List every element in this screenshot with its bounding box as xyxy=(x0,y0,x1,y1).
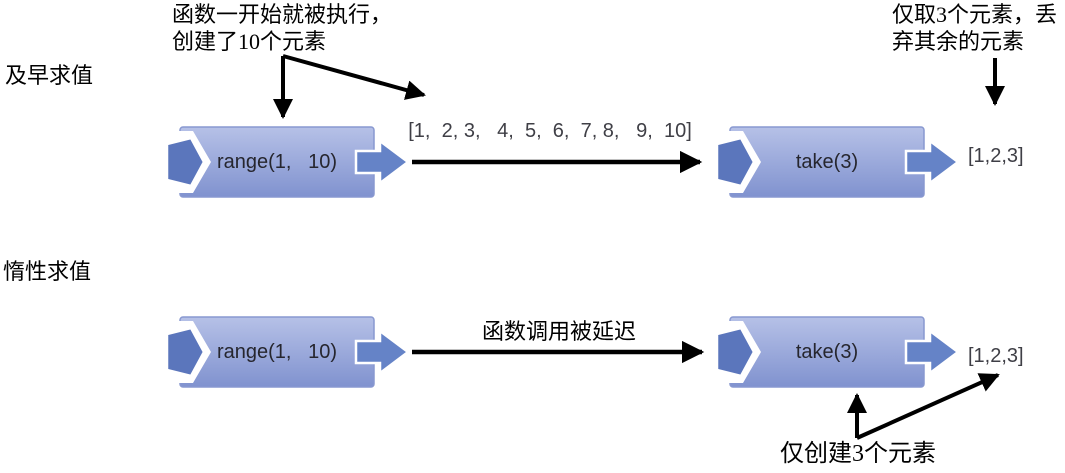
process-box-take-eager xyxy=(712,125,960,199)
eager-evaluation-label: 及早求值 xyxy=(5,63,94,88)
lazy-arrow-caption: 函数调用被延迟 xyxy=(481,319,636,344)
process-box-range-lazy xyxy=(162,315,410,389)
process-box-take-lazy xyxy=(712,315,960,389)
eager-take-annotation-line1: 仅取3个元素，丢 xyxy=(892,2,1058,27)
arrow-note-to-list-eager xyxy=(282,54,426,100)
eager-range-annotation-line2: 创建了10个元素 xyxy=(172,29,327,54)
eager-intermediate-list: [1, 2, 3, 4, 5, 6, 7, 8, 9, 10] xyxy=(408,120,692,142)
arrow-note-to-result-lazy xyxy=(856,373,1000,440)
eager-result-text: [1,2,3] xyxy=(968,145,1024,167)
lazy-take-annotation: 仅创建3个元素 xyxy=(780,441,936,467)
eager-range-annotation-line1: 函数一开始就被执行， xyxy=(172,2,393,27)
eager-take-annotation: 仅取3个元素，丢 弃其余的元素 xyxy=(892,1,1057,55)
eager-take-annotation-line2: 弃其余的元素 xyxy=(892,29,1025,54)
lazy-result-text: [1,2,3] xyxy=(968,345,1024,367)
lazy-evaluation-label: 惰性求值 xyxy=(3,259,92,284)
process-box-range-eager xyxy=(162,125,410,199)
eager-range-annotation: 函数一开始就被执行， 创建了10个元素 xyxy=(172,1,392,55)
